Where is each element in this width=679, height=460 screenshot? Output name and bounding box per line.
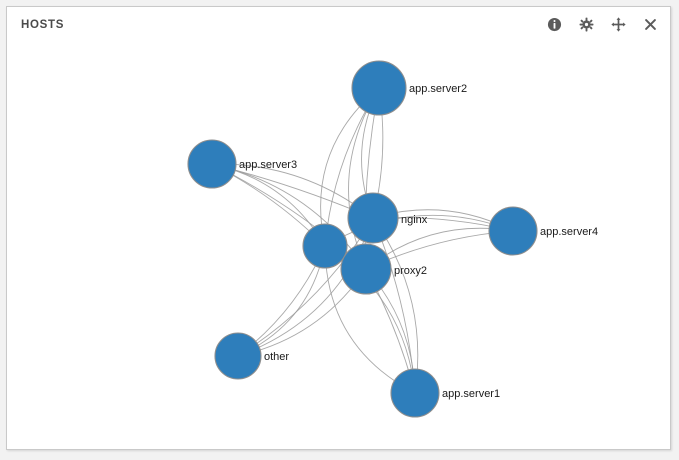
graph-link (324, 214, 514, 247)
graph-node-proxy2[interactable]: proxy2 (340, 243, 427, 295)
header-actions (547, 17, 658, 32)
node-label: app.server3 (239, 159, 297, 171)
graph-nodes: app.server2 app.server3 nginx proxy2 app.ser… (187, 60, 598, 418)
node-label: app.server1 (442, 388, 500, 400)
gear-icon[interactable] (579, 17, 594, 32)
node-circle[interactable] (488, 206, 538, 256)
node-label: app.server2 (409, 83, 467, 95)
node-circle[interactable] (187, 139, 237, 189)
panel-header: HOSTS (7, 7, 670, 43)
node-label: app.server4 (540, 226, 598, 238)
node-circle[interactable] (351, 60, 407, 116)
page-title: HOSTS (21, 19, 65, 31)
move-icon[interactable] (611, 17, 626, 32)
graph-node-app.server2[interactable]: app.server2 (351, 60, 467, 116)
force-graph[interactable]: app.server2 app.server3 nginx proxy2 app.ser… (7, 43, 670, 449)
node-circle[interactable] (390, 368, 440, 418)
graph-node-nginx[interactable]: nginx (347, 192, 428, 244)
node-circle[interactable] (340, 243, 392, 295)
node-label: other (264, 351, 289, 363)
node-label: proxy2 (394, 265, 427, 277)
graph-canvas[interactable]: app.server2 app.server3 nginx proxy2 app.ser… (7, 43, 670, 449)
graph-link (237, 217, 374, 357)
graph-node-other[interactable]: other (214, 332, 289, 380)
info-icon[interactable] (547, 17, 562, 32)
graph-node-app.server4[interactable]: app.server4 (488, 206, 598, 256)
node-circle[interactable] (302, 223, 348, 269)
graph-node-app.server1[interactable]: app.server1 (390, 368, 500, 418)
graph-node-app.server3[interactable]: app.server3 (187, 139, 297, 189)
close-icon[interactable] (643, 17, 658, 32)
graph-link (372, 217, 416, 394)
node-circle[interactable] (214, 332, 262, 380)
hosts-panel: HOSTS (6, 6, 671, 450)
node-label: nginx (401, 214, 428, 226)
node-circle[interactable] (347, 192, 399, 244)
graph-node-hub[interactable] (302, 223, 348, 269)
